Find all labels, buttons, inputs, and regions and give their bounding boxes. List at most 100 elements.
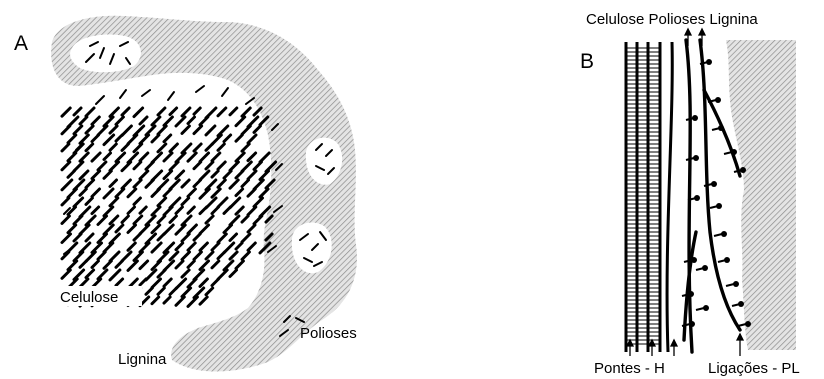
cellulose-microfibril [194,162,201,169]
cellulose-microfibril [128,207,135,214]
cellulose-microfibril [212,207,219,214]
cellulose-microfibril [86,108,94,116]
hydrogen-bridges-label: Pontes - H [594,360,665,377]
cellulose-microfibril [182,108,190,116]
cellulose-microfibril [176,261,183,268]
side-group-blob [733,281,739,287]
cellulose-microfibril [206,162,213,169]
cellulose-microfibril [74,216,82,224]
cellulose-microfibril [98,162,106,170]
cellulose-microfibril [236,189,243,196]
cellulose-microfibril [140,153,148,161]
cellulose-microfibril [212,243,219,250]
cellulose-microfibril [170,108,177,115]
cellulose-microfibril [134,234,140,240]
cellulose-microfibril [158,288,164,294]
cellulose-microfibril [92,171,100,179]
cellulose-microfibril [134,216,142,224]
cellulose-microfibril [104,171,111,178]
cellulose-microfibril [80,171,88,179]
cellulose-microfibril [182,126,189,133]
cellulose-microfibril [92,189,100,197]
cellulose-microfibril [200,171,209,180]
cellulose-microfibril [140,135,149,144]
cellulose-microfibril [182,198,189,205]
cellulose-microfibril [164,171,172,179]
cellulose-microfibril [80,117,87,124]
cellulose-microfibril [242,234,250,242]
cellulose-microfibril [134,108,143,117]
cellulose-microfibril [116,153,125,162]
cellulose-microfibril [164,279,171,286]
cellulose-microfibril [254,162,261,169]
side-group-stem [696,308,704,310]
panel-a: A [14,16,357,372]
cellulose-microfibril [110,216,118,224]
cellulose-microfibril [260,171,269,180]
cellulose-microfibril [164,117,172,125]
cellulose-microfibril [194,108,200,114]
cellulose-microfibril [110,180,117,187]
cellulose-microfibril [110,270,120,280]
cellulose-microfibril [86,180,94,188]
cellulose-microfibril [248,243,255,250]
cellulose-microfibril [104,243,113,252]
cellulose-microfibril [248,135,256,143]
cellulose-microfibril [110,234,119,243]
cellulose-microfibril [152,189,159,196]
cellulose-microfibril [62,234,71,243]
side-group-blob [693,155,699,161]
cellulose-microfibril [92,207,99,214]
cellulose-microfibril [206,216,213,223]
cellulose-microfibril [92,153,100,161]
cellulose-microfibril [152,279,161,288]
cellulose-microfibril [176,297,184,305]
side-group-blob [706,59,712,65]
cellulose-microfibril [62,180,72,190]
cellulose-microfibril [194,252,201,259]
cellulose-microfibril [200,279,207,286]
side-group-blob [740,167,746,173]
polyoses-label: Polioses [300,325,357,342]
cellulose-microfibril [146,126,155,135]
cellulose-microfibril [254,198,263,207]
cellulose-microfibril [170,144,177,151]
side-group-stem [714,234,722,236]
cellulose-microfibril [194,288,204,298]
cellulose-microfibril [116,261,122,267]
cellulose-microfibril [146,270,156,280]
cellulose-microfibril [128,135,137,144]
cellulose-microfibril [206,288,213,295]
cellulose-microfibril [86,270,94,278]
cellulose-microfibril [224,135,231,142]
cellulose-microfibril [140,243,149,252]
cellulose-microfibril [74,162,83,171]
cellulose-microfibril [62,270,70,278]
cellulose-microfibril [146,216,155,225]
cellulose-microfibril [236,261,243,268]
cellulose-microfibril [140,225,149,234]
cellulose-microfibril [188,261,194,267]
side-group-blob [718,125,724,131]
cellulose-microfibril [176,243,183,250]
cellulose-microfibril [110,198,118,206]
cellulose-microfibril [218,180,225,187]
cellulose-microfibril [236,153,244,161]
cellulose-microfibril [200,117,208,125]
cellulose-microfibril [212,153,220,161]
cellulose-microfibril [74,270,84,280]
side-group-blob [715,97,721,103]
cellulose-microfibril [98,252,105,259]
cellulose-microfibril [146,180,153,187]
cellulose-microfibril [158,108,165,115]
cellulose-microfibril [92,135,99,142]
cellulose-microfibril [224,207,230,213]
cellulose-microfibril [152,243,161,252]
cellulose-microfibril [74,126,82,134]
side-group-blob [745,321,751,327]
side-group-stem [726,284,734,286]
cellulose-microfibril [110,108,118,116]
cellulose-microfibril [248,153,256,161]
cellulose-microfibril [236,207,243,214]
cellulose-microfibril [176,207,182,213]
